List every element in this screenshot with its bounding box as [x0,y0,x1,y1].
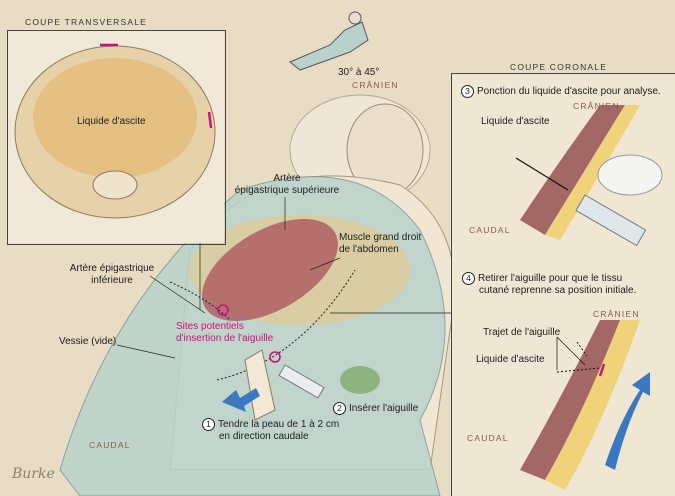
fluid-label: Liquide d'ascite [481,116,550,127]
glove-sleeve [340,366,380,394]
label-line: épigastrique supérieure [234,185,340,196]
cranial-label: CRÂNIEN [593,309,640,319]
abdominal-wall-3 [520,105,625,235]
patient-position-icon [289,21,369,71]
caudal-label: CAUDAL [469,225,511,235]
artist-signature: Burke [12,466,55,482]
step-text: Tendre la peau de 1 à 2 cm [218,419,340,431]
fluid-label: Liquide d'ascite [476,354,545,365]
label-line: de l'abdomen [339,244,399,255]
fat-layer-3 [545,105,640,240]
step-text: Insérer l'aiguille [349,403,419,415]
blue-arrow-4 [605,372,650,470]
superior-artery-label: Artère épigastrique supérieure [232,173,342,197]
transverse-fluid-label: Liquide d'ascite [77,116,146,127]
label-line: d'insertion de l'aiguille [176,333,274,344]
label-line: inférieure [91,275,133,286]
syringe-3 [575,194,647,247]
coronal-inset [451,73,675,496]
inferior-artery-label: Artère épigastrique inférieure [62,263,162,287]
step-text: Retirer l'aiguille pour que le tissu [478,273,623,285]
step-number: 1 [202,418,215,431]
rectus-muscle-label: Muscle grand droit de l'abdomen [339,232,421,256]
track-leader [556,336,586,366]
leader-line [149,275,206,314]
bladder-label: Vessie (vide) [59,336,117,347]
needle-track-label: Trajet de l'aiguille [483,327,561,338]
step-text: Ponction du liquide d'ascite pour analys… [477,86,661,98]
leader-line [309,257,341,271]
insertion-sites-label: Sites potentiels d'insertion de l'aiguil… [176,321,273,345]
insertion-site [269,351,281,363]
step-text: cutané reprenne sa position initiale. [479,285,637,297]
ascites-area [33,58,197,178]
patient-position-head [348,11,362,25]
marker [598,363,606,377]
cranial-label: CRÂNIEN [573,101,620,111]
caudal-label: CAUDAL [467,433,509,443]
needle-3 [515,157,569,191]
needle-track [556,341,601,373]
glove-3 [597,154,663,196]
coronal-title: COUPE CORONALE [510,62,608,72]
syringe [278,364,325,399]
step-number: 2 [333,402,346,415]
marker [207,111,213,129]
step-number: 3 [461,85,474,98]
transverse-title: COUPE TRANSVERSALE [25,17,148,27]
blue-arrow [222,388,260,412]
caudal-label: CAUDAL [89,440,131,450]
transverse-inset [7,30,226,245]
dotted-line [216,269,356,381]
dotted-line [169,281,231,321]
spine [92,170,138,200]
label-line: Artère épigastrique [69,263,155,274]
label-line: Artère [273,173,301,184]
angle-label: 30° à 45° [338,67,380,78]
fat-layer-4 [545,320,640,490]
rectus-muscle [202,218,338,322]
abdominal-wall-4 [520,320,620,480]
insertion-site [217,304,229,316]
step-text: en direction caudale [219,431,309,443]
label-line: Sites potentiels [176,321,244,332]
step-number: 4 [462,272,475,285]
label-line: Muscle grand droit [339,232,422,243]
leader-line [116,344,176,359]
cranial-label: CRÂNIEN [352,80,399,90]
